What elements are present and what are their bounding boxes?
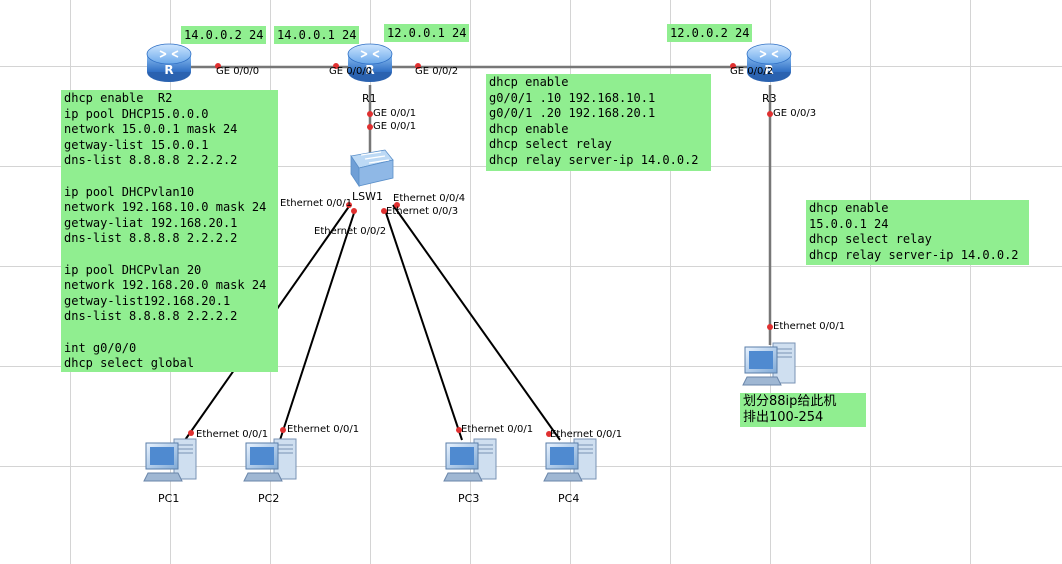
ip-tag-r1-ge000[interactable]: 14.0.0.1 24 [274,26,360,44]
port-label-lsw-ge001: GE 0/0/1 [373,121,417,132]
switch-lsw1-icon[interactable] [350,149,394,188]
port-label-pc1: Ethernet 0/0/1 [196,429,269,440]
port-dot-lsw-eth003[interactable] [381,208,387,214]
port-dot-r3-ge003[interactable] [767,111,773,117]
router-r2-icon[interactable]: R [146,43,192,82]
pc5-icon[interactable] [742,342,796,386]
router-r3-icon[interactable]: R [746,43,792,82]
svg-text:R: R [365,63,374,77]
pc3-icon[interactable] [443,438,497,482]
device-label-r1: R1 [362,92,377,105]
link-lsw1-pc3 [384,209,463,441]
port-label-pc5: Ethernet 0/0/1 [773,321,846,332]
device-label-pc3: PC3 [458,492,480,505]
port-label-lsw-eth004: Ethernet 0/0/4 [393,193,466,204]
port-label-lsw-eth002: Ethernet 0/0/2 [314,226,387,237]
port-dot-pc1[interactable] [188,430,194,436]
r3-config-note[interactable]: dhcp enable 15.0.0.1 24 dhcp select rela… [806,200,1029,265]
port-label-r1-ge000: GE 0/0/0 [329,66,373,77]
port-label-pc2: Ethernet 0/0/1 [287,424,360,435]
port-label-pc3: Ethernet 0/0/1 [461,424,534,435]
svg-text:R: R [764,63,773,77]
svg-text:R: R [164,63,173,77]
port-dot-r2-ge000[interactable] [215,63,221,69]
port-dot-lsw-eth002[interactable] [351,208,357,214]
port-label-r1-ge002: GE 0/0/2 [415,66,459,77]
router-r1-icon[interactable]: R [347,43,393,82]
device-label-pc4: PC4 [558,492,580,505]
port-dot-lsw-eth004[interactable] [394,202,400,208]
ip-tag-r2-ge000[interactable]: 14.0.0.2 24 [181,26,267,44]
device-label-r3: R3 [762,92,777,105]
port-dot-r1-ge000[interactable] [333,63,339,69]
ip-tag-r1-ge002[interactable]: 12.0.0.1 24 [384,24,470,42]
r1-config-note[interactable]: dhcp enable g0/0/1 .10 192.168.10.1 g0/0… [486,74,711,171]
port-label-lsw-eth003: Ethernet 0/0/3 [386,206,459,217]
port-dot-r3-ge002[interactable] [730,63,736,69]
pc4-icon[interactable] [543,438,597,482]
port-label-r3-ge003: GE 0/0/3 [773,108,817,119]
port-label-r2-ge000: GE 0/0/0 [216,66,260,77]
ip-tag-r3-ge002[interactable]: 12.0.0.2 24 [667,24,753,42]
pc2-icon[interactable] [243,438,297,482]
device-label-pc2: PC2 [258,492,280,505]
link-lsw1-pc4 [392,204,561,441]
link-lsw1-pc2 [279,209,356,441]
device-label-lsw1: LSW1 [352,190,383,203]
port-dot-pc4[interactable] [546,431,552,437]
port-dot-lsw-ge001[interactable] [367,124,373,130]
port-dot-pc2[interactable] [280,427,286,433]
device-label-pc1: PC1 [158,492,180,505]
pc1-icon[interactable] [143,438,197,482]
r2-config-note[interactable]: dhcp enable R2 ip pool DHCP15.0.0.0 netw… [61,90,278,372]
port-label-pc4: Ethernet 0/0/1 [550,429,623,440]
port-label-r3-ge002: GE 0/0/2 [730,66,774,77]
port-dot-r1-ge002[interactable] [415,63,421,69]
port-label-r1-ge001: GE 0/0/1 [373,108,417,119]
port-label-lsw-eth001: Ethernet 0/0/1 [280,198,353,209]
pc5-note[interactable]: 划分88ip给此机 排出100-254 [740,393,866,427]
port-dot-pc5[interactable] [767,324,773,330]
port-dot-pc3[interactable] [456,427,462,433]
port-dot-lsw-eth001[interactable] [346,202,352,208]
port-dot-r1-ge001[interactable] [367,111,373,117]
